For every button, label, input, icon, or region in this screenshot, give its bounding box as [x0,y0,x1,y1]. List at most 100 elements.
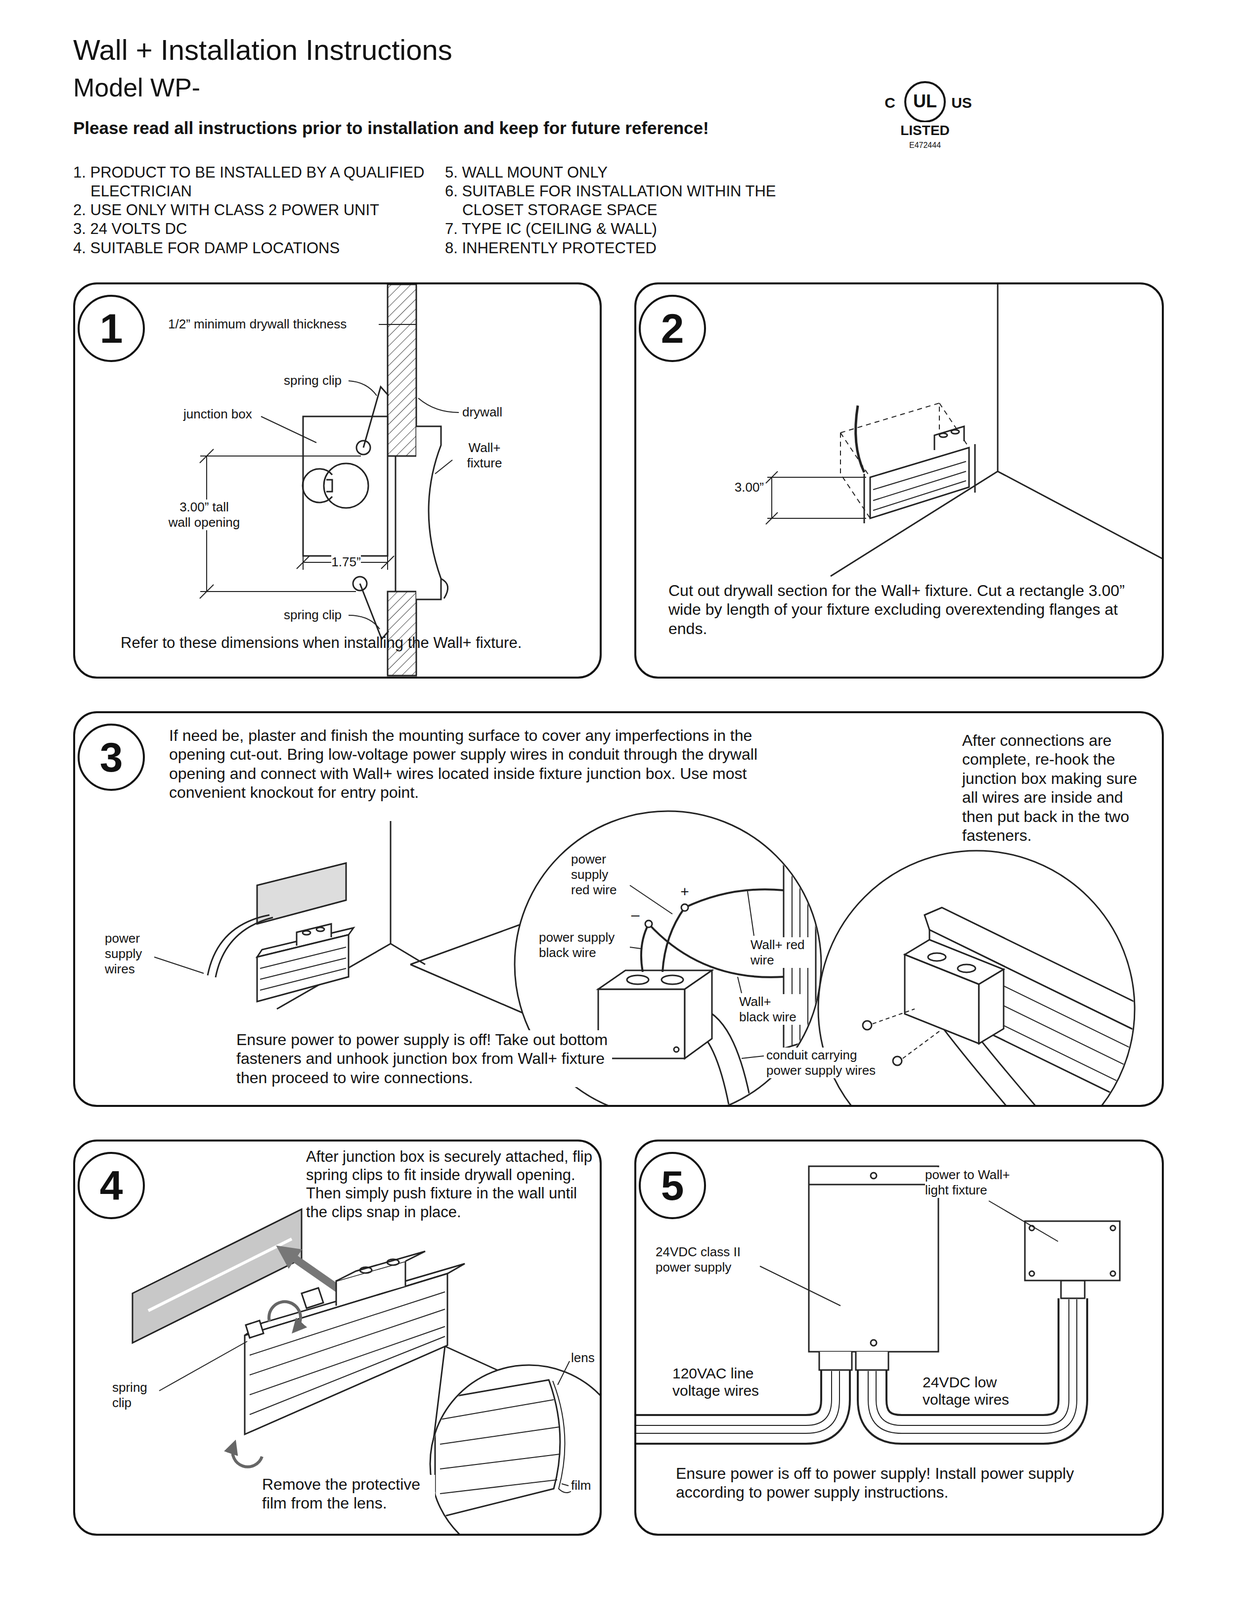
knockout [927,952,946,961]
wire-connector [681,903,689,911]
leader-line [348,380,377,396]
step-number-circle: 2 [638,294,707,362]
part-label: lens [571,1349,595,1366]
junction-box-side [684,970,712,1059]
leader-line [159,1340,248,1391]
knockout [323,463,369,508]
leader-line [737,976,742,993]
instruction-panel: Cut out drywall section for the Wall+ fi… [634,282,1164,679]
wire-label: 120VAC line voltage wires [672,1364,779,1399]
knockout [939,433,948,438]
step-number-circle: 3 [77,723,145,791]
fixture-slats [873,461,967,511]
mounting-drawing [132,1208,601,1535]
power-supply-band [808,1183,939,1186]
instruction-text: After junction box is securely attached,… [306,1147,593,1221]
part-label: Wall+ fixture [454,440,515,471]
wire-label: power supply red wire [571,851,628,898]
dimension-line [378,317,417,332]
dimension-label: 1/2” minimum drywall thickness [168,316,347,332]
part-label: spring clip [283,607,342,623]
screw [1110,1270,1116,1276]
drywall [387,284,417,456]
wire-label: conduit carrying power supply wires [766,1047,890,1078]
leader-line [418,397,459,413]
dimension-line [765,471,867,525]
wall-opening [257,862,347,924]
screw [870,1339,877,1346]
spec-item: 5. WALL MOUNT ONLY [444,163,841,182]
instruction-text: Remove the protective film from the lens… [262,1474,436,1513]
fixture-slats [260,946,347,990]
leader-line [557,1360,570,1385]
screw [1110,1225,1116,1231]
dimension-label: 3.00” tall wall opening [167,499,242,530]
wire-connector [645,920,653,927]
spring-clip [359,583,389,639]
step-number: 3 [99,736,124,778]
step-number-circle: 1 [77,294,145,362]
leader-line [988,1200,1059,1241]
screw [862,1020,872,1030]
step-number-circle: 4 [77,1151,145,1219]
step-number: 2 [661,307,685,350]
knockout [387,1258,399,1265]
step-number: 4 [99,1164,124,1206]
knockout [316,927,325,931]
detail-rehook [862,907,1160,1106]
wire-label: Wall+ black wire [739,993,801,1025]
opening-highlight [148,1238,292,1311]
fixture-profile [416,426,442,600]
spec-item: 7. TYPE IC (CEILING & WALL) [444,219,841,239]
part-label: film [571,1477,591,1493]
notice-heading: Please read all instructions prior to in… [73,117,709,139]
knockout [951,429,960,434]
screw [673,1046,679,1052]
spec-item: 8. INHERENTLY PROTECTED [444,238,841,258]
cert-mark: US [951,93,972,112]
instruction-text: Ensure power to power supply is off! Tak… [236,1029,613,1087]
power-supply-drawing [635,1165,1120,1433]
fixture-slats [249,1291,445,1414]
rotate-arrow [268,1301,301,1328]
leader-line [741,1055,764,1059]
instruction-text: Ensure power is off to power supply! Ins… [675,1463,1136,1502]
leader-line [154,956,204,973]
cert-mark: LISTED [900,122,950,139]
cert-circle [905,82,945,122]
leader-line [261,416,317,443]
page-title: Wall + Installation Instructions [73,32,453,68]
fixture-curl [441,578,448,599]
push-arrow [285,1251,342,1291]
wire-label: power supply black wire [538,929,628,961]
leader-line [629,946,641,949]
instruction-text: After connections are complete, re-hook … [962,730,1150,845]
part-label: junction box [183,406,253,422]
spec-item: 4. SUITABLE FOR DAMP LOCATIONS [73,238,430,258]
cert-number: E472444 [909,140,941,150]
step-number: 5 [661,1164,685,1206]
spring-clip [363,386,389,448]
junction-box [303,416,388,556]
spec-item: 1. PRODUCT TO BE INSTALLED BY A QUALIFIE… [73,163,430,201]
supply-wire [855,405,865,473]
instruction-panel: If need be, plaster and finish the mount… [73,710,1164,1107]
cert-mark: C [884,93,896,112]
part-label: spring clip [112,1379,157,1411]
callout-wedge [410,923,526,1014]
cutout-outline [840,402,970,519]
step-number-circle: 5 [638,1151,707,1219]
fixture-front [257,934,349,1002]
detail-circle [430,1364,601,1535]
spec-item: 6. SUITABLE FOR INSTALLATION WITHIN THE … [444,181,841,220]
screw [870,1172,877,1179]
section-drawing [199,284,459,676]
knockout [626,974,649,984]
junction-box-side [978,969,1004,1044]
terminal [819,1351,889,1370]
spec-item: 3. 24 VOLTS DC [73,219,430,239]
dimension-label: 3.00” [734,479,764,495]
knockout-detail [302,468,333,503]
part-label: power to Wall+ light fixture [925,1166,1024,1198]
